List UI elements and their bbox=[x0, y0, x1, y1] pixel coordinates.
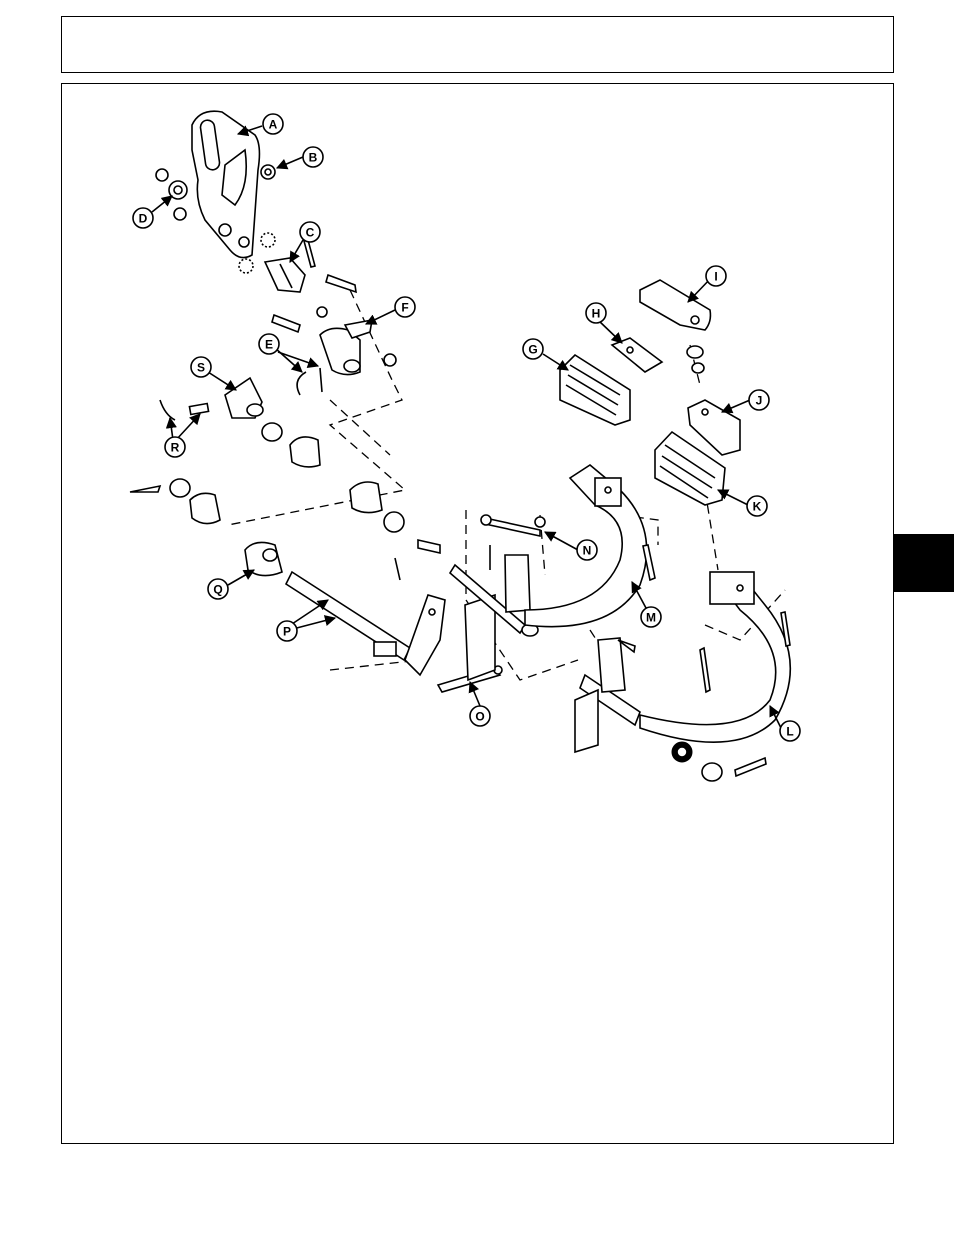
part-g-pedal-pad bbox=[560, 355, 630, 425]
callout-m-label: M bbox=[646, 611, 656, 625]
callout-q: Q bbox=[208, 579, 228, 599]
callout-a: A bbox=[263, 114, 283, 134]
callout-m: M bbox=[641, 607, 661, 627]
bottom-hardware bbox=[672, 742, 766, 781]
part-c-bracket bbox=[265, 258, 356, 332]
callout-i: I bbox=[706, 266, 726, 286]
part-f-clevis bbox=[320, 320, 396, 375]
part-h-pad-bracket bbox=[612, 338, 662, 372]
callout-b: B bbox=[303, 147, 323, 167]
callout-g-label: G bbox=[528, 343, 537, 357]
callout-k: K bbox=[747, 496, 767, 516]
callout-b-label: B bbox=[309, 151, 318, 165]
callout-p-label: P bbox=[283, 625, 291, 639]
callout-q-label: Q bbox=[213, 583, 222, 597]
part-e-ring-pin bbox=[297, 368, 322, 395]
callout-p: P bbox=[277, 621, 297, 641]
callout-c: C bbox=[300, 222, 320, 242]
callout-j-label: J bbox=[756, 394, 763, 408]
callout-n: N bbox=[577, 540, 597, 560]
callout-r: R bbox=[165, 437, 185, 457]
callout-h: H bbox=[586, 303, 606, 323]
callout-s-label: S bbox=[197, 361, 205, 375]
callout-o-label: O bbox=[475, 710, 484, 724]
callout-f: F bbox=[395, 297, 415, 317]
callout-c-label: C bbox=[306, 226, 315, 240]
part-d-nuts bbox=[156, 169, 187, 220]
part-p-cross-shaft bbox=[286, 540, 490, 660]
callout-o: O bbox=[470, 706, 490, 726]
callout-k-label: K bbox=[753, 500, 762, 514]
callout-j: J bbox=[749, 390, 769, 410]
callout-a-label: A bbox=[269, 118, 278, 132]
part-q-pivot-bushing bbox=[245, 542, 282, 575]
part-b-washer bbox=[261, 165, 275, 179]
callout-g: G bbox=[523, 339, 543, 359]
callout-r-label: R bbox=[171, 441, 180, 455]
callout-e-label: E bbox=[265, 338, 273, 352]
part-n-rod bbox=[481, 515, 545, 536]
callout-n-label: N bbox=[583, 544, 592, 558]
callout-l: L bbox=[780, 721, 800, 741]
callout-f-label: F bbox=[401, 301, 408, 315]
callout-e: E bbox=[259, 334, 279, 354]
callout-s: S bbox=[191, 357, 211, 377]
callout-d-label: D bbox=[139, 212, 148, 226]
callout-i-label: I bbox=[714, 270, 717, 284]
callout-l-label: L bbox=[786, 725, 793, 739]
part-a-pivot-plate bbox=[192, 111, 259, 257]
part-s-arm bbox=[160, 378, 263, 420]
callout-h-label: H bbox=[592, 307, 601, 321]
callout-d: D bbox=[133, 208, 153, 228]
